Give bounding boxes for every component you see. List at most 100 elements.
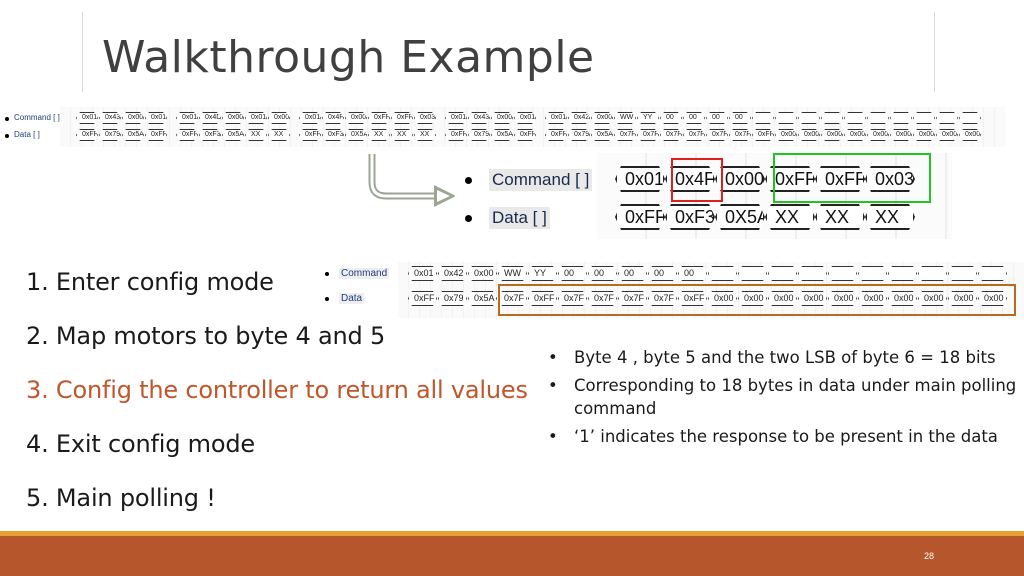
- signal-byte-cell: 0x00: [867, 129, 889, 141]
- bullet-dot: [5, 117, 9, 121]
- signal-byte-cell: 0x7F: [729, 129, 751, 141]
- signal-byte-cell: 0x00: [715, 166, 765, 192]
- signal-byte-cell: 0x7F: [706, 129, 728, 141]
- signal-byte-cell: [828, 266, 857, 281]
- signal-byte-cell: [775, 112, 797, 124]
- signal-byte-cell: 0x00: [918, 291, 947, 306]
- signal-byte-cell: [959, 112, 981, 124]
- signal-byte-cell: 0x42: [568, 112, 590, 124]
- note-item: ‘1’ indicates the response to be present…: [548, 425, 1018, 448]
- curved-arrow-icon: [368, 154, 456, 207]
- signal-byte-cell: WW: [614, 112, 636, 124]
- signal-byte-cell: [918, 266, 947, 281]
- signal-byte-cell: 0x00: [798, 129, 820, 141]
- signal-byte-cell: 0x00: [890, 129, 912, 141]
- signal-byte-cell: 0x00: [122, 112, 144, 124]
- signal-byte-cell: 0x00: [268, 112, 290, 124]
- bullet-dot: [465, 177, 472, 184]
- signal-byte-cell: 00: [588, 266, 617, 281]
- signal-byte-cell: 0xF3: [665, 204, 715, 230]
- signal-byte-cell: 0x4F: [665, 166, 715, 192]
- step-item: 4. Exit config mode: [26, 430, 255, 458]
- signal-byte-cell: 0x00: [345, 112, 367, 124]
- signal-byte-cell: 0x00: [936, 129, 958, 141]
- signal-byte-cell: [888, 266, 917, 281]
- signal-byte-cell: WW: [498, 266, 527, 281]
- signal-byte-cell: XX: [245, 129, 267, 141]
- signal-byte-cell: 0x00: [844, 129, 866, 141]
- red-highlight-box: [671, 158, 723, 202]
- data-label: Data [ ]: [14, 130, 40, 139]
- signal-byte-cell: 0x43: [468, 112, 490, 124]
- signal-byte-cell: 0x79: [438, 291, 467, 306]
- signal-byte-cell: 0x7F: [648, 291, 677, 306]
- signal-byte-cell: XX: [765, 204, 815, 230]
- title-right-rule: [934, 12, 935, 92]
- signal-byte-cell: 0x7F: [558, 291, 587, 306]
- signal-byte-cell: [738, 266, 767, 281]
- signal-byte-cell: [913, 112, 935, 124]
- signal-byte-cell: 0x03: [414, 112, 436, 124]
- signal-byte-cell: 0xFF: [368, 112, 390, 124]
- signal-byte-cell: 0x7F: [618, 291, 647, 306]
- step-item: 3. Config the controller to return all v…: [26, 376, 528, 404]
- signal-byte-cell: 0x5A: [122, 129, 144, 141]
- signal-byte-cell: 0x79: [99, 129, 121, 141]
- command-label: Command: [339, 268, 390, 279]
- signal-byte-cell: [708, 266, 737, 281]
- signal-byte-cell: 0xFF: [145, 129, 167, 141]
- signal-byte-cell: 0xFF: [391, 112, 413, 124]
- signal-byte-cell: 0x7F: [614, 129, 636, 141]
- page-number: 28: [923, 551, 934, 561]
- signal-byte-cell: 0x01: [176, 112, 198, 124]
- signal-byte-cell: XX: [368, 129, 390, 141]
- signal-byte-cell: 0x42: [438, 266, 467, 281]
- step-item: 2. Map motors to byte 4 and 5: [26, 322, 386, 350]
- data-label: Data: [339, 293, 365, 304]
- signal-byte-cell: 0x03: [865, 166, 915, 192]
- signal-byte-cell: [890, 112, 912, 124]
- command-label: Command [ ]: [14, 113, 60, 122]
- signal-byte-cell: 0x7F: [588, 291, 617, 306]
- signal-byte-cell: 0X5A: [345, 129, 367, 141]
- footer-bar: [0, 536, 1024, 576]
- signal-byte-cell: 00: [558, 266, 587, 281]
- signal-byte-cell: 0x00: [775, 129, 797, 141]
- signal-byte-cell: 0x00: [828, 291, 857, 306]
- signal-byte-cell: 0x00: [858, 291, 887, 306]
- signal-byte-cell: 00: [648, 266, 677, 281]
- signal-byte-cell: 0xFF: [76, 129, 98, 141]
- signal-byte-cell: 0x00: [222, 112, 244, 124]
- signal-byte-cell: XX: [815, 204, 865, 230]
- command-label: Command [ ]: [489, 169, 593, 191]
- signal-byte-cell: 0x5A: [591, 129, 613, 141]
- step-item: 1. Enter config mode: [26, 268, 274, 296]
- signal-byte-cell: XX: [268, 129, 290, 141]
- signal-byte-cell: 0x00: [888, 291, 917, 306]
- signal-byte-cell: 0x00: [591, 112, 613, 124]
- green-highlight-box: [773, 153, 931, 203]
- signal-byte-cell: [867, 112, 889, 124]
- signal-byte-cell: 0xFF: [815, 166, 865, 192]
- signal-byte-cell: 0xFF: [528, 291, 557, 306]
- signal-byte-cell: 0x00: [959, 129, 981, 141]
- signal-byte-cell: [936, 112, 958, 124]
- signal-byte-cell: 0x01: [615, 166, 665, 192]
- signal-byte-cell: 0xFF: [615, 204, 665, 230]
- signal-byte-cell: XX: [391, 129, 413, 141]
- step-item: 5. Main polling !: [26, 484, 216, 512]
- signal-byte-cell: [978, 266, 1007, 281]
- signal-byte-cell: 0x00: [978, 291, 1007, 306]
- signal-byte-cell: 0x01: [299, 112, 321, 124]
- signal-byte-cell: 0x01: [408, 266, 437, 281]
- signal-byte-cell: [948, 266, 977, 281]
- signal-byte-cell: 0x01: [76, 112, 98, 124]
- signal-byte-cell: XX: [865, 204, 915, 230]
- signal-byte-cell: YY: [528, 266, 557, 281]
- signal-byte-cell: 0x01: [245, 112, 267, 124]
